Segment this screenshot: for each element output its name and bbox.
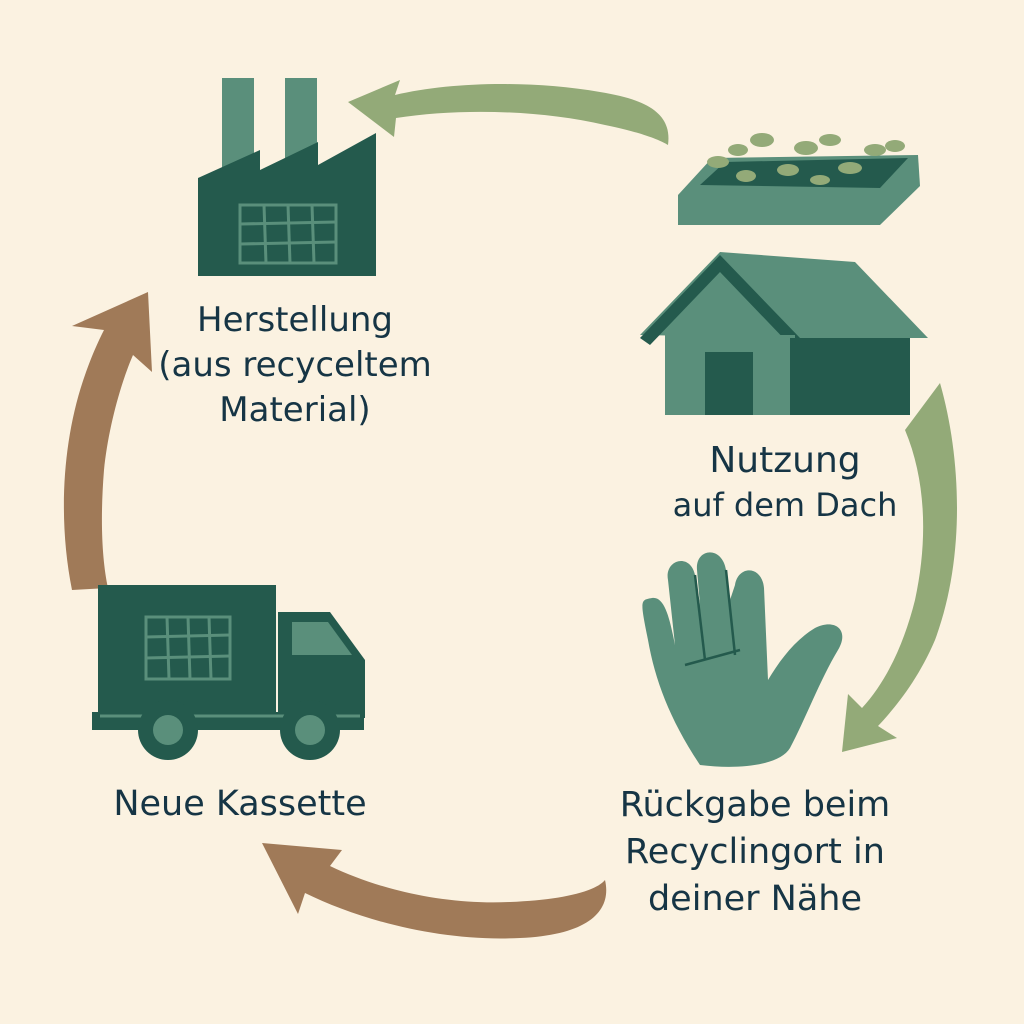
arrow-top-to-roof-icon: [348, 80, 669, 145]
label-herstellung-line-2: (aus recyceltem: [158, 345, 432, 385]
label-herstellung-line-1: Herstellung: [197, 300, 393, 340]
label-rueckgabe-line-1: Rückgabe beim: [619, 785, 891, 825]
label-nutzung-subtitle: auf dem Dach: [672, 486, 898, 524]
arrow-left-up-icon: [63, 292, 152, 590]
factory-icon: [198, 78, 376, 276]
label-rueckgabe-line-3: deiner Nähe: [647, 879, 863, 919]
label-rueckgabe: Rückgabe beim Recyclingort in deiner Näh…: [600, 782, 910, 923]
label-nutzung: Nutzung auf dem Dach: [660, 438, 910, 526]
arrow-right-down-icon: [842, 383, 958, 752]
label-herstellung-line-3: Material): [219, 390, 371, 430]
arrow-bottom-to-truck-icon: [262, 843, 607, 939]
house-with-green-roof-icon: [640, 252, 928, 415]
label-rueckgabe-line-2: Recyclingort in: [625, 832, 885, 872]
label-neue-kassette-text: Neue Kassette: [113, 784, 367, 824]
label-neue-kassette: Neue Kassette: [95, 782, 385, 827]
hand-icon: [642, 552, 843, 767]
green-roof-icon: [678, 133, 920, 225]
truck-icon: [92, 585, 365, 760]
label-nutzung-title: Nutzung: [709, 440, 861, 481]
label-herstellung: Herstellung (aus recyceltem Material): [150, 298, 440, 433]
